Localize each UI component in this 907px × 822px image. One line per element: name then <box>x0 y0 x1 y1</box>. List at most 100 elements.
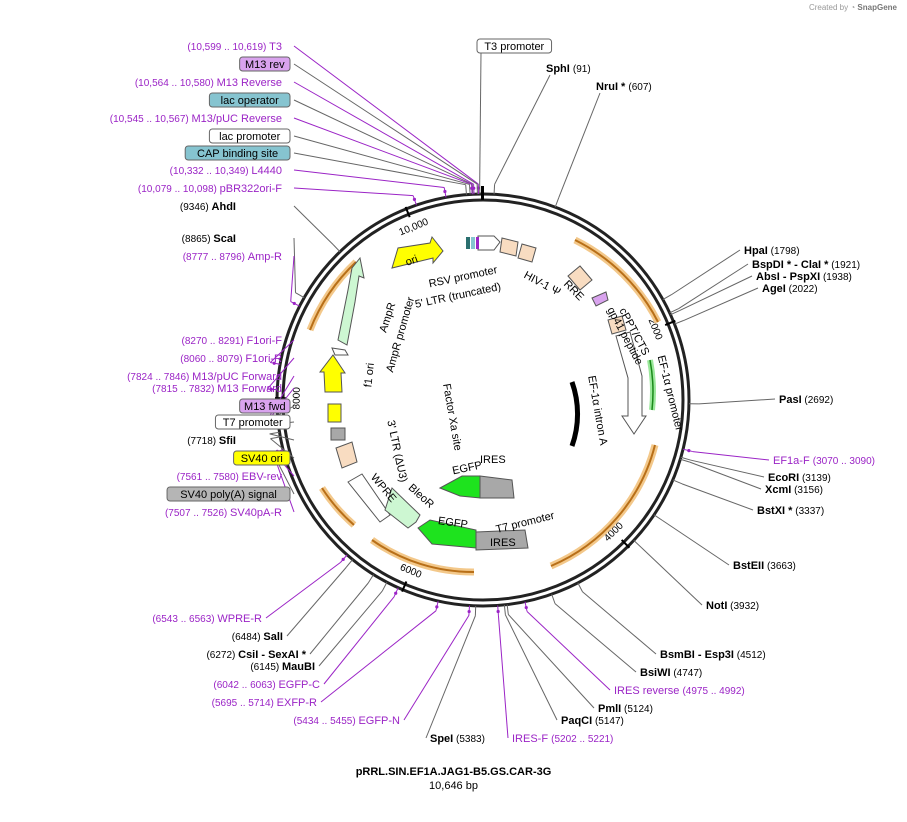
leader-bl-6 <box>403 615 470 721</box>
bottom-left-label-4: (6042 .. 6063) EGFP-C <box>213 679 320 691</box>
leader-stub-bl-2 <box>367 574 374 584</box>
wpre-arrow <box>347 473 391 523</box>
leader-right-16 <box>497 615 509 739</box>
ires-outer-label: IRES <box>480 454 506 466</box>
leader-lines <box>265 45 776 739</box>
leader-stub-right-12 <box>551 594 556 604</box>
inner-features <box>318 235 647 551</box>
primer-mark-left-13 <box>269 387 273 391</box>
plasmid-size: 10,646 bp <box>429 780 478 792</box>
left-primer-pos-12: (8270 .. 8291) <box>182 336 247 347</box>
primer-mark-left-12 <box>272 361 276 365</box>
leader-left-4 <box>293 117 472 185</box>
bl-enzyme-name-1: SalI <box>263 631 283 643</box>
top-enzyme-2: NruI * (607) <box>596 81 652 93</box>
left-box-3 <box>208 92 291 108</box>
top-box-label-0: T3 promoter <box>484 41 544 53</box>
left-enzyme-pos-10: (8865) <box>182 234 214 245</box>
primer-mark-left-8 <box>412 197 417 201</box>
right-primer-pos-16: (5202 .. 5221) <box>551 734 613 745</box>
bl-enzyme-name2-2: - SexAI * <box>258 649 306 661</box>
left-primer-pos-7: (10,332 .. 10,349) <box>170 166 252 177</box>
leader-left-9 <box>293 205 334 245</box>
left-primer-pos-14: (7824 .. 7846) <box>127 372 192 383</box>
primer-mark-left-7 <box>443 189 447 194</box>
right-primer-pos-13: (4975 .. 4992) <box>682 686 744 697</box>
cap-marker <box>466 237 470 249</box>
top-enzyme-pos-1: (91) <box>573 64 591 75</box>
leader-stub-right-3 <box>674 319 684 325</box>
right-label-2: AbsI - PspXI (1938) <box>756 271 852 283</box>
left-primer-pos-0: (10,599 .. 10,619) <box>187 42 269 53</box>
right-enzyme-pos-14: (5124) <box>621 704 653 715</box>
arc-feature-left-core <box>309 261 357 331</box>
right-enzyme-name-11: BsmBI <box>660 649 695 661</box>
left-box-label-19: SV40 ori <box>241 453 283 465</box>
left-enzyme-name-9: AhdI <box>212 201 236 213</box>
leader-right-7 <box>689 461 762 490</box>
leader-left-10 <box>293 237 297 293</box>
leader-stub-right-1 <box>669 308 679 314</box>
egfp-outer-label: EGFP <box>451 459 483 477</box>
left-box-label-16: M13 fwd <box>244 401 286 413</box>
right-enzyme-pos-15: (5147) <box>592 716 624 727</box>
left-primer-11: (8777 .. 8796) Amp-R <box>183 251 282 263</box>
right-primer-name-13: IRES reverse <box>614 685 682 697</box>
primer-mark-bl-6 <box>467 609 471 614</box>
leader-right-9 <box>662 519 730 566</box>
left-primer-0: (10,599 .. 10,619) T3 <box>187 41 282 53</box>
primer-mark-right-16 <box>496 609 500 614</box>
created-by-snapgene: Created by ◔ SnapGene <box>809 3 897 12</box>
hiv-psi-label: HIV-1 Ψ <box>522 269 563 298</box>
arc-feature-green-core <box>649 359 654 411</box>
leader-stub-top-2 <box>554 197 560 208</box>
ires-inner-label: IRES <box>490 537 516 549</box>
left-box-17 <box>214 414 291 430</box>
bottom-left-label-6: (5434 .. 5455) EGFP-N <box>293 715 400 727</box>
leader-right-12 <box>554 603 637 673</box>
top-enzyme-pos-2: (607) <box>628 82 651 93</box>
tick-4 <box>404 206 411 218</box>
leader-right-1 <box>678 263 749 309</box>
bl-primer-name-6: EGFP-N <box>358 715 400 727</box>
leader-left-1 <box>293 63 478 185</box>
top-enzyme-name-2: NruI * <box>596 81 628 93</box>
right-enzyme-name-1: BspDI * <box>752 259 792 271</box>
left-primer-pos-13: (8060 .. 8079) <box>180 354 245 365</box>
leader-stub-right-7 <box>680 458 691 463</box>
leader-stub-right-6 <box>680 456 691 461</box>
leader-bl-2 <box>309 582 369 655</box>
left-primer-14: (7824 .. 7846) M13/pUC Forward <box>127 371 282 383</box>
left-primer-name-8: pBR322ori-F <box>220 183 283 195</box>
ltr5-label: 5' LTR (truncated) <box>414 281 502 311</box>
left-primer-13: (8060 .. 8079) F1ori-R <box>180 353 282 365</box>
leader-stub-right-11 <box>577 582 583 592</box>
bl-primer-pos-0: (6543 .. 6563) <box>152 614 217 625</box>
bl-enzyme-pos-2: (6272) <box>206 650 238 661</box>
left-primer-pos-20: (7561 .. 7580) <box>177 472 242 483</box>
left-primer-pos-15: (7815 .. 7832) <box>152 384 217 395</box>
leader-stub-left-19 <box>270 436 281 440</box>
right-label-5: EF1a-F (3070 .. 3090) <box>773 455 875 467</box>
arc-feature-bottom-core <box>371 539 475 574</box>
bottom-left-label-0: (6543 .. 6563) WPRE-R <box>152 613 262 625</box>
leader-right-3 <box>683 287 759 321</box>
top-enzyme-name-1: SphI <box>546 63 573 75</box>
leader-stub-right-0 <box>662 294 672 300</box>
leader-stub-right-15 <box>503 604 506 615</box>
ori-arrow <box>391 235 444 269</box>
right-enzyme-pos-8: (3337) <box>792 506 824 517</box>
left-primer-15: (7815 .. 7832) M13 Forward <box>152 383 282 395</box>
leader-right-11 <box>582 591 657 655</box>
bl-primer-pos-6: (5434 .. 5455) <box>293 716 358 727</box>
bl-primer-pos-5: (5695 .. 5714) <box>212 698 277 709</box>
arc-feature-right <box>549 444 659 570</box>
right-enzyme-pos-11: (4512) <box>734 650 766 661</box>
leader-left-22 <box>274 458 295 513</box>
leader-right-5 <box>692 451 770 461</box>
leader-right-2 <box>679 275 753 311</box>
egfp-inner-label: EGFP <box>437 515 468 531</box>
leader-bl-0 <box>265 561 341 619</box>
right-label-1: BspDI * - ClaI * (1921) <box>752 259 860 271</box>
